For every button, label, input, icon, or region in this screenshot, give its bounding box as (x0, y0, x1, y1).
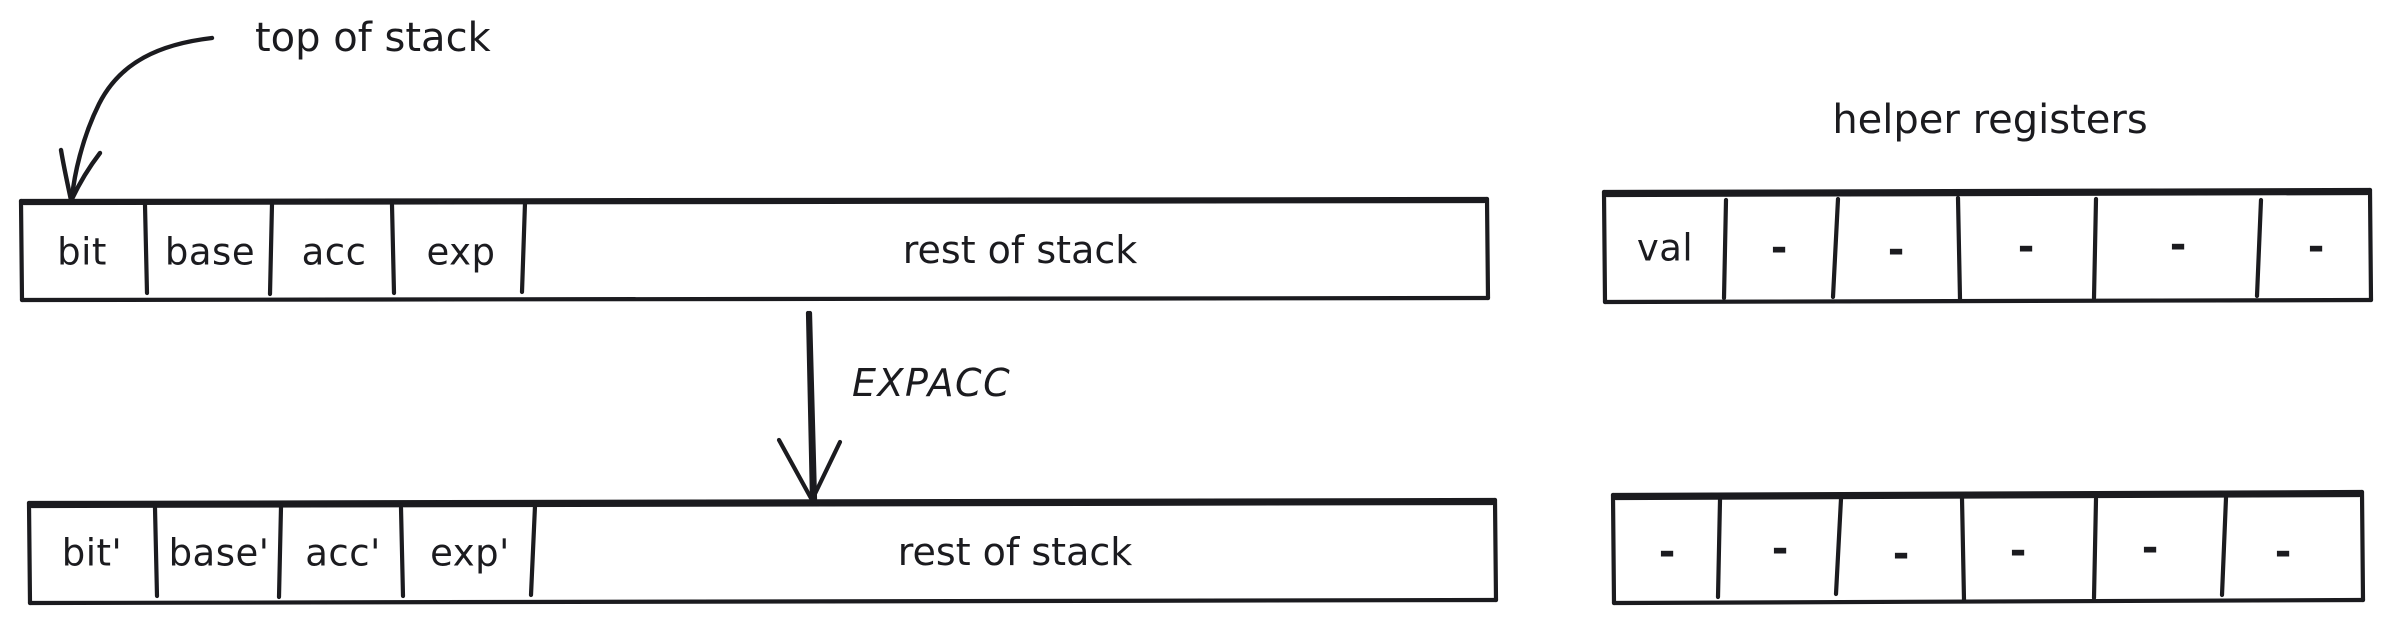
divider-bit-base (142, 202, 150, 296)
after-stack-cell-bit-prime: bit' (61, 531, 123, 575)
after-register-cell-1: - (1771, 526, 1789, 572)
after-stack-cell-exp-prime: exp' (430, 531, 510, 575)
before-registers-dividers (1721, 195, 2264, 302)
helper-registers-title: helper registers (1832, 97, 2148, 143)
before-registers-box (1601, 187, 2374, 305)
after-stack-cell-acc-prime: acc' (305, 531, 381, 575)
before-stack-cell-bit: bit (57, 230, 107, 274)
after-register-cell-4: - (2141, 525, 2159, 571)
before-stack-box (18, 196, 1491, 303)
before-stack-cell-base: base (164, 230, 256, 274)
after-stack-rest-of-stack: rest of stack (897, 530, 1133, 574)
before-stack-rest-of-stack: rest of stack (902, 228, 1138, 272)
expacc-operation-label: EXPACC (852, 361, 1012, 405)
after-stack-box (26, 497, 1499, 606)
before-register-cell-3: - (2017, 224, 2035, 270)
before-register-cell-2: - (1887, 227, 1905, 273)
before-register-cell-4: - (2169, 222, 2187, 268)
before-stack-cell-exp: exp (426, 230, 496, 274)
before-register-cell-1: - (1770, 225, 1788, 271)
divider-exp-rest (519, 200, 528, 295)
expacc-transition-arrow (776, 310, 843, 503)
divider-base-acc (267, 201, 275, 297)
divider-expp-rest (528, 503, 538, 598)
after-stack-cell-base-prime: base' (168, 531, 270, 575)
before-stack-dividers (142, 200, 528, 297)
after-register-cell-2: - (1892, 531, 1910, 577)
top-of-stack-arrow (58, 35, 215, 203)
after-stack-dividers (152, 503, 538, 600)
after-registers-dividers (1715, 495, 2229, 603)
before-register-cell-0: val (1636, 226, 1694, 270)
top-of-stack-annotation: top of stack (255, 15, 491, 61)
divider-bitp-basep (152, 505, 160, 599)
after-registers-box (1610, 489, 2366, 606)
divider-acc-exp (389, 202, 397, 296)
divider-accp-expp (398, 505, 406, 599)
divider-basep-accp (276, 504, 284, 600)
before-register-cell-5: - (2307, 224, 2325, 270)
after-register-cell-3: - (2009, 528, 2027, 574)
after-register-cell-0: - (1658, 529, 1676, 575)
before-stack-cell-acc: acc (301, 230, 367, 274)
after-register-cell-5: - (2274, 529, 2292, 575)
